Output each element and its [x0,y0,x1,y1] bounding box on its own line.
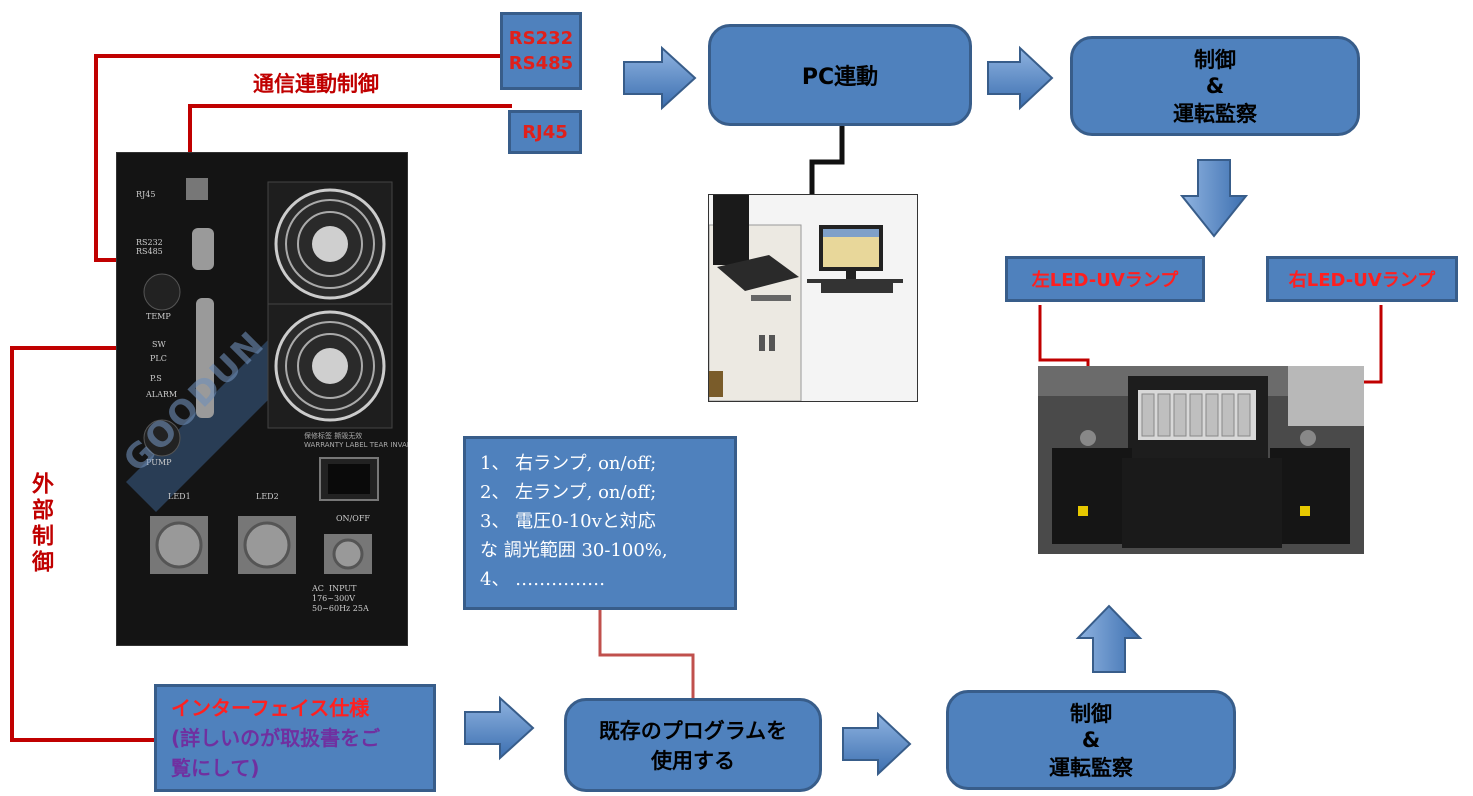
panel-sw-text: SW [152,340,166,349]
led-uv-device-photo [1038,366,1364,554]
interface-line2: (詳しいのが取扱書をご [171,726,381,750]
control-top-line2: & [1205,74,1225,98]
right-lamp-label: 右LED-UVランプ [1288,270,1436,291]
arrow-up [1075,604,1143,673]
rs485-label: RS485 [508,53,574,74]
led-uv-illustration [1038,366,1364,554]
interface-spec-box: インターフェイス仕様 (詳しいのが取扱書をご 覧にして) [154,684,436,792]
controller-panel-illustration [116,152,408,646]
panel-temp-text: TEMP [146,312,171,321]
panel-rs-text: RS232 RS485 [136,238,163,256]
external-control-label: 外部制御 [28,472,53,576]
left-lamp-label: 左LED-UVランプ [1031,270,1179,291]
control-bottom-line1: 制御 [1070,702,1112,726]
control-bottom-line3: 運転監察 [1049,756,1133,780]
pc-connector [809,125,845,195]
rs232-label: RS232 [508,28,574,49]
rj45-box: RJ45 [508,110,582,154]
use-program-line2: 使用する [651,749,735,773]
interface-line1: インターフェイス仕様 [171,696,370,720]
arrow-right-2 [987,45,1054,111]
use-program-box: 既存のプログラムを 使用する [564,698,822,792]
panel-warranty-text: 保修标签 撕毁无效 WARRANTY LABEL TEAR INVALID [304,432,408,449]
pc-link-box: PC連動 [708,24,972,126]
panel-ps-text: P.S [150,374,162,383]
program-list-box: 1、 右ランプ, on/off; 2、 左ランプ, on/off; 3、 電圧0… [463,436,737,610]
pc-station-illustration [709,195,917,401]
program-connector [598,610,695,700]
program-item-2: 2、 左ランプ, on/off; [480,482,657,503]
left-lamp-box: 左LED-UVランプ [1005,256,1205,302]
panel-plc-text: PLC [150,354,167,363]
control-monitor-bottom-box: 制御 & 運転監察 [946,690,1236,790]
panel-alarm-text: ALARM [146,390,178,399]
arrow-right-4 [842,711,912,777]
program-item-4: な 調光範囲 30-100%, [480,540,668,561]
fan-bottom [267,303,393,429]
pc-station-photo [708,194,918,402]
arrow-down [1179,159,1249,238]
program-item-1: 1、 右ランプ, on/off; [480,453,657,474]
fan-top [267,181,393,307]
program-item-5: 4、 …………… [480,569,606,590]
control-top-line3: 運転監察 [1173,102,1257,126]
interface-line3: 覧にして) [171,756,260,780]
control-monitor-top-box: 制御 & 運転監察 [1070,36,1360,136]
pc-link-label: PC連動 [801,65,879,90]
program-item-3: 3、 電圧0-10vと対応 [480,511,656,532]
arrow-right-1 [623,45,697,111]
panel-led1-text: LED1 [168,492,191,501]
right-lamp-box: 右LED-UVランプ [1266,256,1458,302]
use-program-line1: 既存のプログラムを [598,719,788,743]
panel-onoff-text: ON/OFF [336,514,370,523]
controller-rear-panel: RJ45 RS232 RS485 TEMP SW PLC P.S ALARM P… [116,152,408,646]
arrow-right-3 [464,695,535,761]
control-bottom-line2: & [1081,728,1101,752]
rs232-rs485-box: RS232 RS485 [500,12,582,90]
control-top-line1: 制御 [1194,48,1236,72]
panel-pump-text: PUMP [146,458,172,467]
comm-control-label: 通信連動制御 [253,72,379,96]
external-wire [10,346,210,742]
panel-rj45-text: RJ45 [136,190,156,199]
panel-ac-input-text: AC INPUT 176~300V 50~60Hz 25A [312,584,369,613]
rj45-label: RJ45 [522,121,568,143]
panel-led2-text: LED2 [256,492,279,501]
